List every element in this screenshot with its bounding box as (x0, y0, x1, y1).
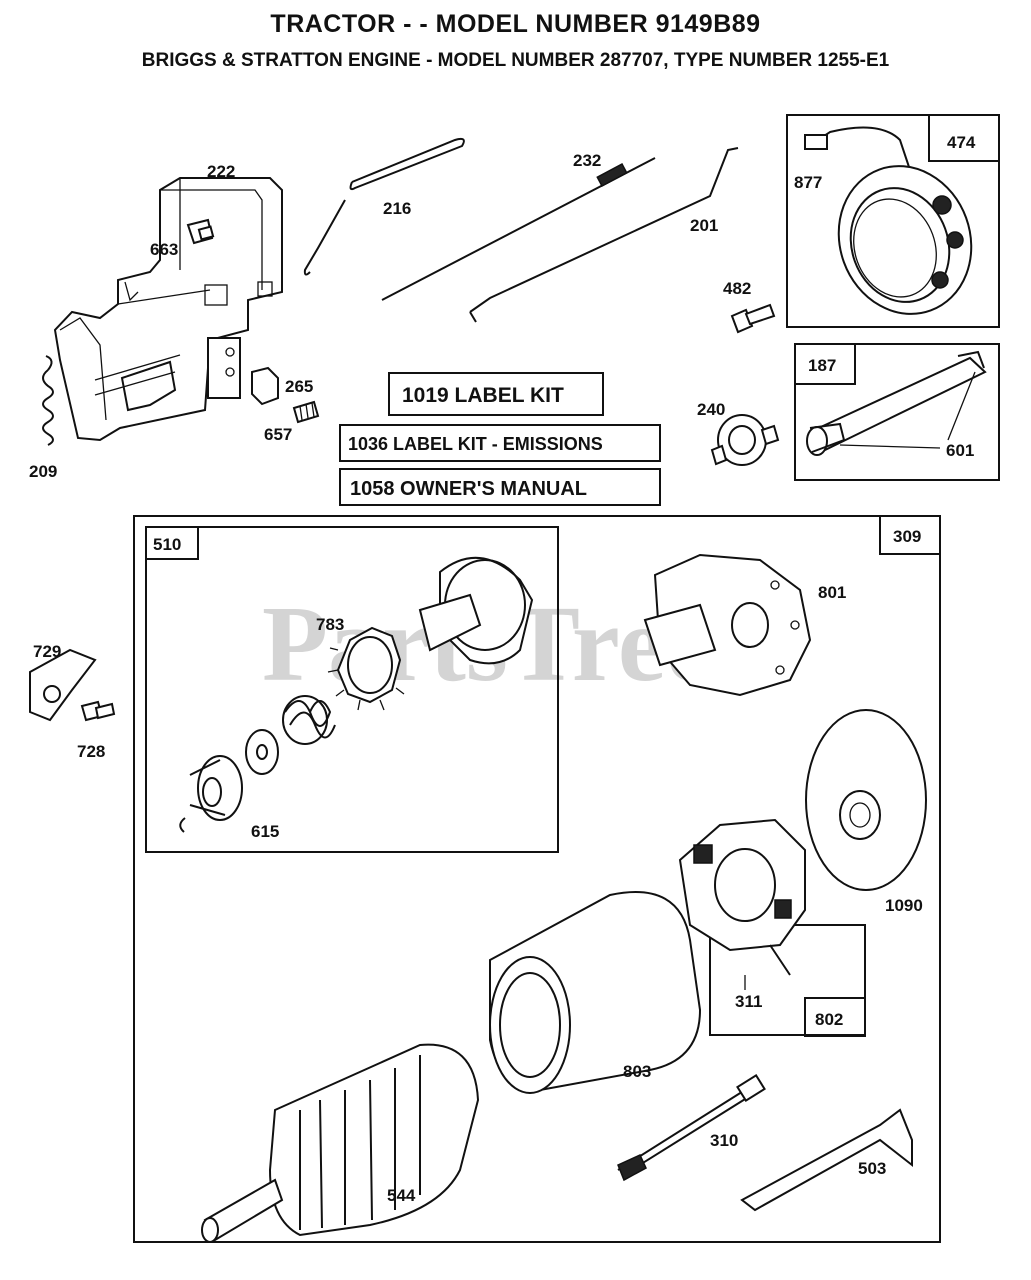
box-187-label: 187 (808, 356, 836, 375)
part-201-rod[interactable] (469, 147, 739, 323)
kit-1058-box (339, 468, 661, 506)
part-209-spring[interactable] (42, 355, 54, 446)
box-309-label: 309 (893, 527, 921, 546)
label-801: 801 (818, 583, 846, 602)
part-216-rod[interactable] (303, 137, 465, 276)
label-1090: 1090 (885, 896, 923, 915)
box-187-tag (794, 343, 856, 385)
label-803: 803 (623, 1062, 651, 1081)
label-310: 310 (710, 1131, 738, 1150)
box-510-label: 510 (153, 535, 181, 554)
diagram-subtitle: BRIGGS & STRATTON ENGINE - MODEL NUMBER … (141, 50, 890, 71)
part-265-clip[interactable] (251, 366, 279, 406)
box-474 (786, 114, 1000, 328)
label-601: 601 (946, 441, 974, 460)
part-729-plate[interactable] (29, 648, 97, 722)
part-240-fuel-filter[interactable] (710, 414, 780, 466)
part-310-through-bolt[interactable] (617, 1074, 766, 1182)
part-657-screw[interactable] (292, 400, 320, 424)
label-222: 222 (207, 162, 235, 181)
part-482-bolt[interactable] (730, 303, 776, 334)
label-729: 729 (33, 642, 61, 661)
label-240: 240 (697, 400, 725, 419)
kit-1036-box (339, 424, 661, 462)
box-510 (145, 526, 559, 853)
box-802-label: 802 (815, 1010, 843, 1029)
kit-1019-label: 1019 LABEL KIT (402, 384, 564, 407)
box-802-tag (804, 997, 866, 1037)
part-187-fuel-line[interactable] (806, 356, 987, 456)
label-201: 201 (690, 216, 718, 235)
part-663-bolt[interactable] (186, 218, 215, 245)
label-728: 728 (77, 742, 105, 761)
kit-1019-box (388, 372, 604, 416)
part-601-clamp[interactable] (809, 350, 985, 453)
part-1090-plate[interactable] (805, 709, 927, 891)
part-803-housing[interactable] (489, 891, 702, 1094)
part-877-wire-harness[interactable] (804, 126, 911, 171)
part-311-brush-holder[interactable] (678, 818, 806, 976)
label-482: 482 (723, 279, 751, 298)
kit-1058-label: 1058 OWNER'S MANUAL (350, 478, 587, 500)
part-615-collar[interactable] (179, 755, 243, 833)
label-657: 657 (264, 425, 292, 444)
label-615: 615 (251, 822, 279, 841)
label-663: 663 (150, 240, 178, 259)
box-309-tag (879, 515, 941, 555)
part-222-bracket[interactable] (53, 177, 283, 442)
label-544: 544 (387, 1186, 416, 1205)
label-503: 503 (858, 1159, 886, 1178)
label-311: 311 (735, 992, 762, 1011)
box-474-tag (928, 114, 1000, 162)
part-232-rod[interactable] (381, 157, 656, 301)
kit-1036-label: 1036 LABEL KIT - EMISSIONS (348, 434, 603, 454)
label-209: 209 (29, 462, 57, 481)
box-309 (133, 515, 941, 1243)
part-728-screw[interactable] (80, 700, 116, 722)
box-474-label: 474 (947, 133, 976, 152)
label-783: 783 (316, 615, 344, 634)
part-503-strip[interactable] (740, 1108, 913, 1212)
label-232: 232 (573, 151, 601, 170)
label-265: 265 (285, 377, 313, 396)
label-216: 216 (383, 199, 411, 218)
part-801-end-cap[interactable] (643, 553, 812, 697)
diagram-title: TRACTOR - - MODEL NUMBER 9149B89 (270, 10, 761, 38)
label-877: 877 (794, 173, 822, 192)
box-510-tag (145, 526, 199, 560)
part-544-armature[interactable] (201, 1043, 480, 1243)
part-783-drive-gear[interactable] (327, 556, 534, 711)
part-474-stator[interactable] (818, 147, 991, 332)
leader-601 (839, 371, 976, 449)
part-spring[interactable] (282, 695, 336, 745)
box-187 (794, 343, 1000, 481)
part-washer[interactable] (245, 729, 279, 775)
